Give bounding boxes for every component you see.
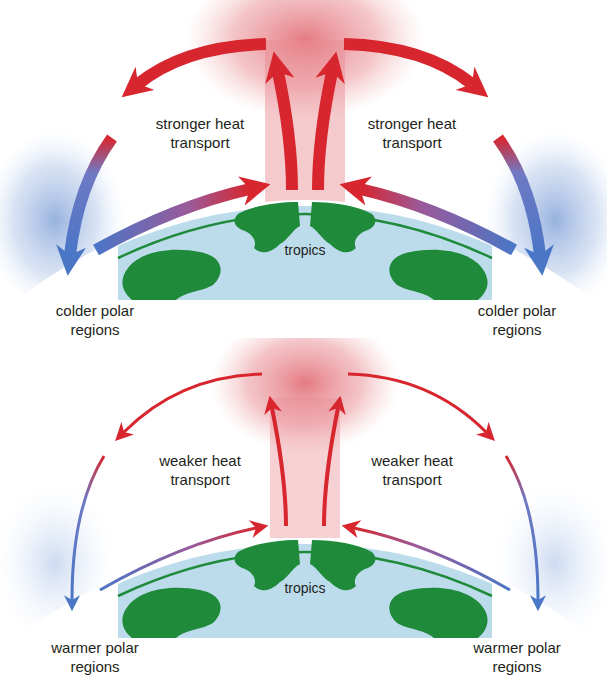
region-label: tropics (265, 579, 345, 598)
text-label: weaker heat transport (145, 451, 255, 489)
earth-surface (0, 538, 607, 638)
text-label: weaker heat transport (357, 451, 467, 489)
earth-surface (0, 200, 607, 300)
heat-transport-arrows (72, 374, 286, 600)
heat-transport-arrows (318, 44, 540, 255)
strong-transport-panel (0, 0, 607, 300)
heat-transport-arrows (70, 44, 292, 255)
weak-transport-panel (0, 313, 607, 687)
text-label: warmer polar regions (462, 638, 572, 676)
heat-transport-arrows (324, 374, 538, 600)
text-label: colder polar regions (45, 301, 145, 339)
text-label: stronger heat transport (145, 114, 255, 152)
text-label: warmer polar regions (40, 638, 150, 676)
rising-heat-column (265, 40, 345, 210)
text-label: stronger heat transport (357, 114, 467, 152)
text-label: colder polar regions (467, 301, 567, 339)
region-label: tropics (265, 241, 345, 260)
